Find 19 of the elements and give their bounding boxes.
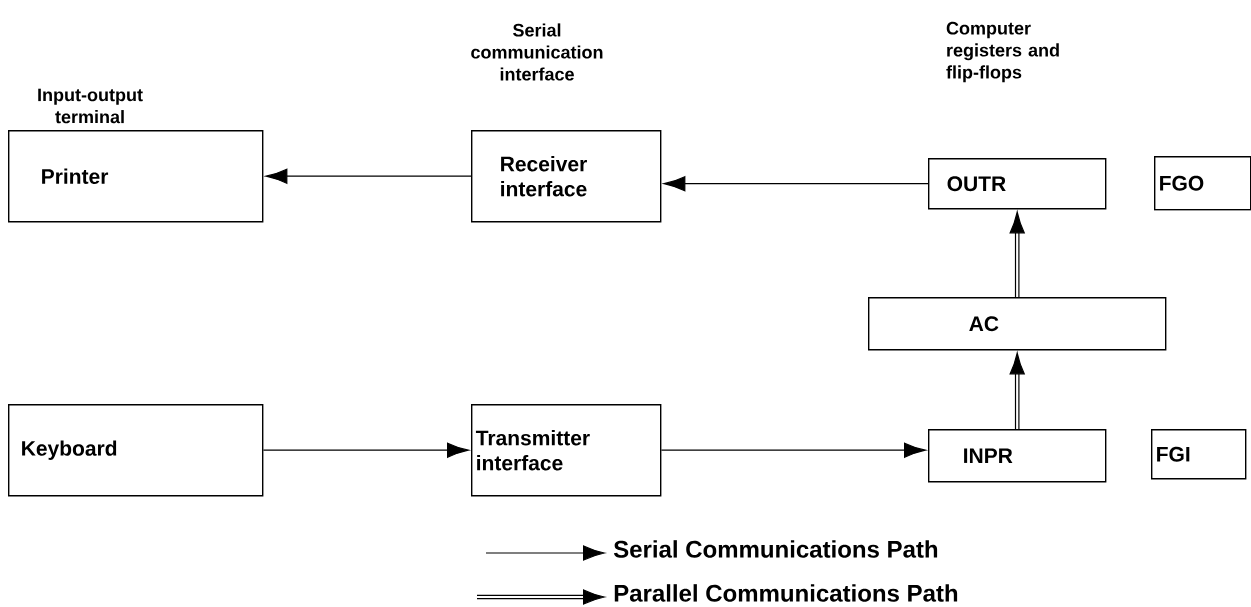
arrow — [265, 168, 472, 184]
arrow — [262, 442, 469, 458]
arrow — [663, 176, 929, 192]
column-heading: Serial communication interface — [471, 23, 603, 81]
block-box: Transmitter interface — [471, 404, 662, 497]
block-box: FGI — [1151, 429, 1247, 480]
block-box: INPR — [928, 429, 1107, 483]
legend-text: Serial Communications Path — [613, 540, 938, 558]
block-box: OUTR — [928, 158, 1107, 210]
legend-text: Parallel Communications Path — [614, 584, 958, 602]
arrow — [1009, 352, 1025, 429]
block-box: AC — [868, 297, 1167, 351]
block-box: Receiver interface — [471, 130, 662, 223]
arrow — [1009, 211, 1025, 297]
block-box: FGO — [1154, 156, 1251, 211]
block-box: Keyboard — [8, 404, 264, 497]
arrow — [660, 442, 926, 458]
block-box: Printer — [8, 130, 264, 223]
column-heading: Computer registers and flip-flops — [946, 21, 1059, 83]
